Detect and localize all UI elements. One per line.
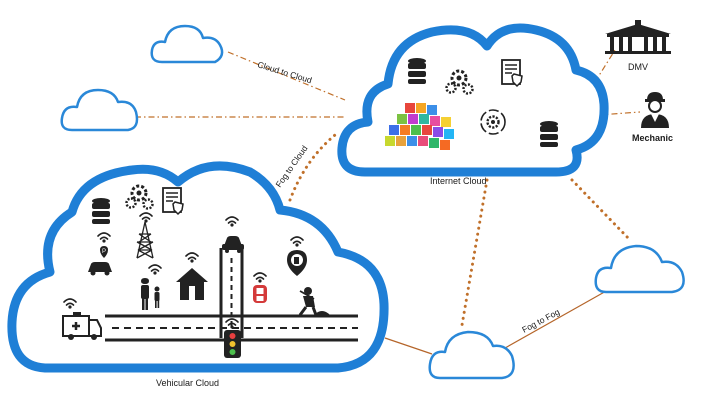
dmv-label: DMV [628, 62, 648, 72]
document-shield-icon-2 [162, 187, 184, 216]
road-worker-icon [298, 287, 330, 316]
fog-to-cloud-label: Fog to Cloud [273, 143, 309, 189]
small-cloud-top [150, 24, 224, 64]
cloud-to-cloud-label: Cloud to Cloud [256, 59, 313, 85]
database-icon-3 [92, 198, 110, 224]
link-internet-to-fog-bottom [460, 178, 489, 327]
link-dmv [594, 49, 616, 83]
fuel-location-icon [287, 250, 307, 276]
road-vertical [219, 248, 244, 338]
vehicular-cloud: P [7, 161, 389, 373]
link-small-cloud-top [227, 51, 346, 101]
transmission-tower-icon [136, 221, 154, 259]
car-icon [222, 236, 244, 253]
mechanic-icon [641, 92, 669, 128]
internet-cloud-label: Internet Cloud [430, 176, 487, 186]
wifi-signal-icons [63, 212, 304, 329]
svg-text:P: P [102, 249, 106, 255]
link-internet-to-fog-right [570, 178, 632, 242]
internet-cloud [337, 23, 609, 177]
database-icon-2 [540, 121, 558, 147]
database-icon [408, 58, 426, 84]
pedestrians-icon [141, 278, 160, 310]
gas-station-icon [253, 285, 267, 303]
ambulance-icon [62, 312, 102, 340]
gears-icon-2 [125, 184, 154, 210]
dmv-building-icon [605, 20, 671, 54]
link-fog-to-cloud [288, 133, 337, 202]
gears-icon [445, 69, 474, 95]
fog-cloud-right [594, 244, 685, 294]
document-shield-icon [501, 59, 523, 88]
sync-gear-icon [480, 109, 506, 135]
vehicular-cloud-label: Vehicular Cloud [156, 378, 219, 388]
mechanic-label: Mechanic [632, 133, 673, 143]
link-vehicular-to-fog [384, 337, 433, 355]
traffic-light-icon [224, 330, 241, 358]
small-cloud-left [60, 88, 139, 132]
app-cubes-icon [385, 103, 454, 150]
connections [135, 49, 641, 355]
fog-cloud-bottom [428, 330, 515, 380]
parked-car-icon: P [88, 246, 112, 276]
fog-to-fog-label: Fog to Fog [520, 307, 561, 335]
house-icon [176, 268, 208, 300]
link-fog-to-fog [497, 289, 609, 353]
